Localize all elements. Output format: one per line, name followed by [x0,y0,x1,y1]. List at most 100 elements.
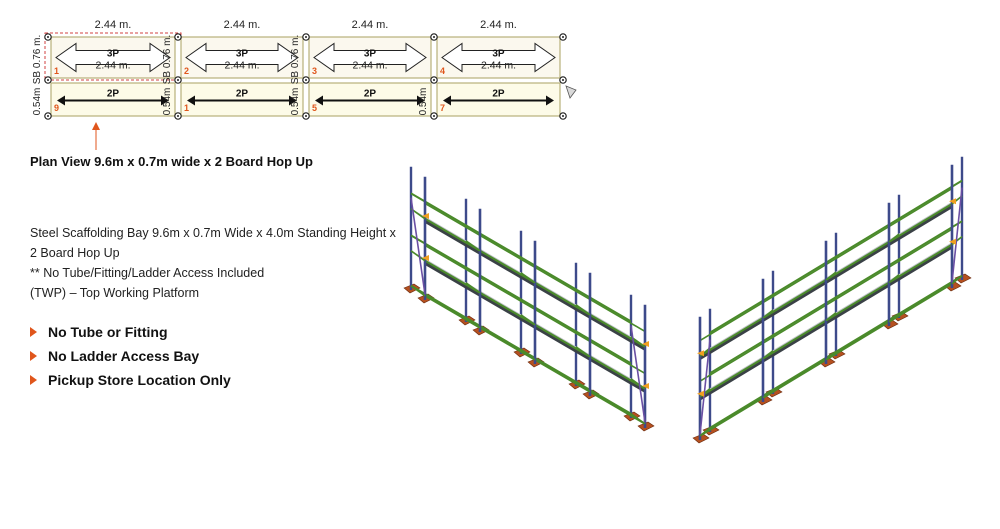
description-line-3: ** No Tube/Fitting/Ladder Access Include… [30,266,265,280]
bay-number: 3 [312,66,317,76]
feature-list: No Tube or Fitting No Ladder Access Bay … [30,320,231,392]
transom [575,304,591,316]
hop-up-width-label: 0.54m [32,88,43,116]
transom [410,285,426,297]
feature-item: Pickup Store Location Only [30,368,231,392]
feature-item: No Ladder Access Bay [30,344,231,368]
flag-icon [565,85,577,99]
standard-node-dot [305,115,307,117]
bay-width-inner-label: 2.44 m. [95,60,130,72]
diagonal-brace [699,339,711,435]
description-line-2: 2 Board Hop Up [30,246,120,260]
deck-board-line [707,352,771,391]
clip-marker [949,238,956,245]
transom [520,349,536,361]
bay-width-label: 2.44 m. [224,19,261,31]
transom [888,313,900,323]
arrow-head-icon [187,95,195,106]
bay-width-label: 2.44 m. [95,19,132,31]
transom [575,381,591,393]
board-count-label: 2P [107,89,120,100]
side-board-label: SB 0.76 m. [290,35,301,84]
arrow-head-icon [289,95,297,106]
guard-rail [410,234,632,365]
standard-node-dot [47,115,49,117]
transom [520,314,536,326]
double-arrow-icon [313,42,427,73]
standard-node-dot [433,79,435,81]
double-arrow-icon [55,42,171,73]
deck-board-line [833,235,897,275]
board-count-label: 3P [364,49,377,60]
bay-width-inner-label: 2.44 m. [481,60,516,72]
bay-number: 2 [184,66,189,76]
bay-width-label: 2.44 m. [352,19,389,31]
double-arrow-icon [185,42,299,73]
feature-item: No Tube or Fitting [30,320,231,344]
board-count-label: 2P [236,89,249,100]
diagonal-brace [410,197,426,295]
transom [465,317,481,329]
transom [410,250,426,262]
side-board-label: SB 0.76 m. [32,35,43,84]
transom [888,233,900,243]
deck-board-line [469,243,525,276]
standard-node-dot [47,79,49,81]
guard-rail [709,220,963,375]
clip-marker [422,213,429,219]
deck-board-line [896,197,960,237]
triangle-bullet-icon [30,375,37,385]
arrow-head-icon [57,95,65,106]
standard-node-dot [177,79,179,81]
transom [575,346,591,358]
arrow-head-icon [315,95,323,106]
description-line-4: (TWP) – Top Working Platform [30,286,200,300]
scaffold-isometric-right-image [692,156,972,444]
bay-number: 9 [54,103,59,113]
arrow-head-icon [443,95,451,106]
clip-marker [422,255,429,261]
deck-board-line [833,276,897,315]
deck-board-line [579,307,635,340]
product-description: Steel Scaffolding Bay 9.6m x 0.7m Wide x… [30,223,410,303]
plan-view-title: Plan View 9.6m x 0.7m wide x 2 Board Hop… [30,154,313,169]
standard-node-dot [433,36,435,38]
transom [465,240,481,252]
clip-marker [697,390,704,397]
deck-board-line [579,349,635,382]
transom [699,427,711,437]
board-count-label: 3P [107,49,120,60]
board-count-label: 2P [492,89,505,100]
hop-up-width-label: 0.54m [290,88,301,116]
triangle-bullet-icon [30,351,37,361]
feature-label: No Ladder Access Bay [48,348,200,364]
arrow-head-icon [546,95,554,106]
transom [762,349,774,360]
standard-node-dot [562,79,564,81]
transom [888,273,900,284]
deck-board-line [524,275,580,308]
transom [465,282,481,294]
hop-up-width-label: 0.54m [418,88,429,116]
standard-node-dot [177,36,179,38]
transom [520,272,536,284]
transom [630,413,646,425]
transom [762,309,774,319]
feature-label: No Tube or Fitting [48,324,168,340]
double-arrow-icon [441,42,556,73]
transom [762,389,774,399]
transom [951,275,963,285]
selected-bay-outline [44,32,182,81]
bay-width-inner-label: 2.44 m. [224,60,259,72]
clip-marker [949,198,956,205]
bay-width-label: 2.44 m. [480,19,517,31]
clip-marker [642,341,649,347]
diagonal-brace [630,325,646,423]
plan-view-diagram: 2.44 m.2.44 m.2.44 m.2.44 m.3P2.44 m.13P… [32,19,577,150]
standard-node-dot [305,79,307,81]
standard-node-dot [305,36,307,38]
standard-node-dot [47,36,49,38]
transom [825,351,837,361]
clip-marker [642,383,649,389]
